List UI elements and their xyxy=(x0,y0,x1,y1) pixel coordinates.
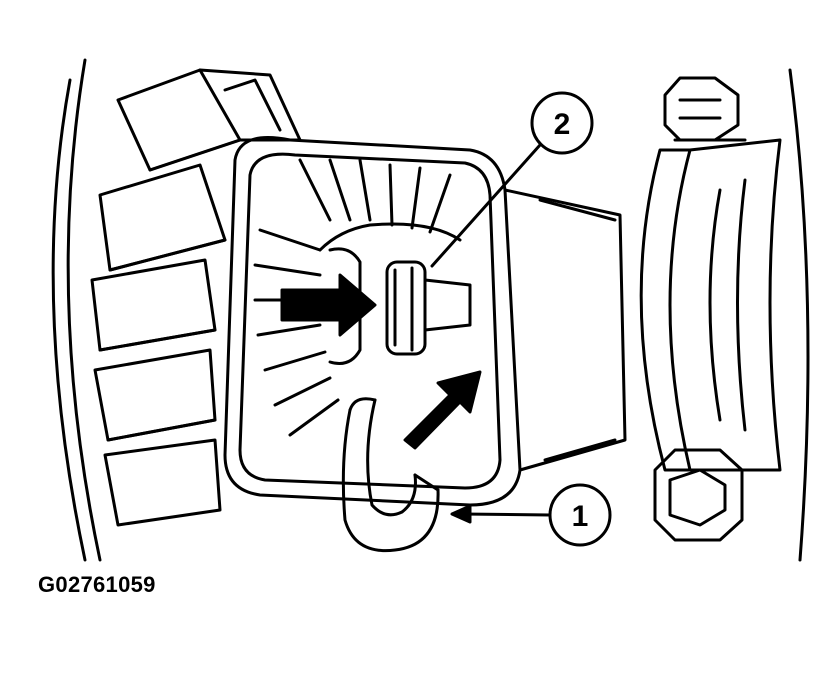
callout-1-label: 1 xyxy=(572,500,589,533)
bottom-bolt xyxy=(653,448,744,542)
top-bolt xyxy=(663,76,747,142)
callout-2-label: 2 xyxy=(554,108,571,141)
push-arrow xyxy=(280,273,377,337)
callout-2 xyxy=(430,91,594,268)
callout-1 xyxy=(450,483,612,547)
differential-case xyxy=(223,136,627,507)
removal-hook xyxy=(341,397,440,553)
figure-id: G02761059 xyxy=(38,572,156,597)
lift-arrow xyxy=(403,370,482,450)
ring-gear xyxy=(90,68,302,527)
bearing-cap xyxy=(639,138,782,472)
axle-housing-outline xyxy=(51,58,810,562)
